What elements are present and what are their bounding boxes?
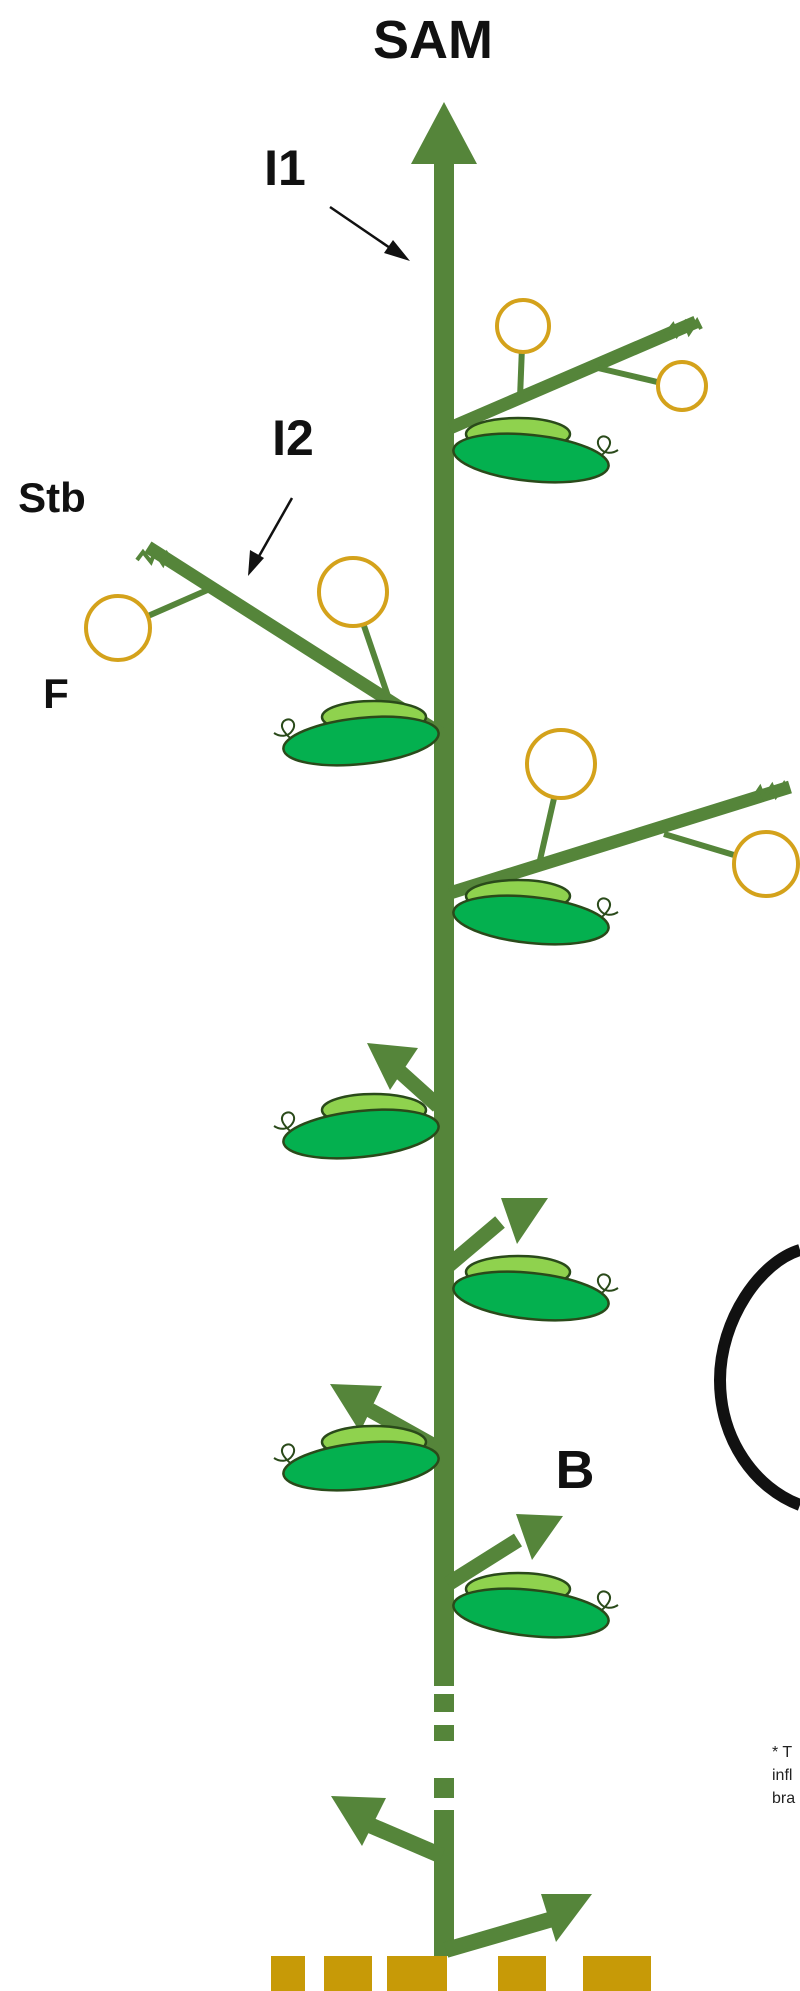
label-i1: I1: [264, 140, 306, 196]
flower-icon: [86, 596, 150, 660]
label-b: B: [556, 1440, 595, 1500]
i1-pointer-arrow-icon: [384, 240, 410, 261]
label-f: F: [43, 670, 69, 717]
basal-axillary-shoots: [331, 1796, 592, 1950]
leaf-icon: [274, 1094, 441, 1165]
main-stem-arrowhead-icon: [411, 102, 477, 164]
leaf-icon: [274, 1426, 441, 1497]
leaf-icon: [274, 701, 441, 772]
leaf-icon: [451, 1256, 618, 1327]
footnote-line-2: infl: [772, 1767, 792, 1784]
leaf-icon: [451, 418, 618, 489]
main-stem: [411, 102, 477, 1956]
footnote-line-3: bra: [772, 1790, 795, 1807]
flower-icon: [497, 300, 549, 352]
axillary-shoot-arrow-icon: [501, 1198, 548, 1244]
soil-line: [271, 1956, 651, 1991]
axillary-shoot-arrow-icon: [516, 1514, 563, 1560]
footnote-line-1: * T: [772, 1744, 792, 1761]
label-stb: Stb: [18, 474, 86, 521]
leaf-icon: [451, 1573, 618, 1644]
footnote: * T infl bra: [772, 1744, 795, 1807]
basal-shoot-right-arrow-icon: [541, 1894, 592, 1942]
flower-icon: [319, 558, 387, 626]
flower-icon: [527, 730, 595, 798]
label-sam: SAM: [373, 10, 493, 70]
flower-icon: [734, 832, 798, 896]
label-i2: I2: [272, 410, 314, 466]
partial-circle-outline: [720, 1250, 800, 1505]
flower-icon: [658, 362, 706, 410]
leaf-icon: [451, 880, 618, 951]
pointer-arrows: [248, 207, 410, 576]
